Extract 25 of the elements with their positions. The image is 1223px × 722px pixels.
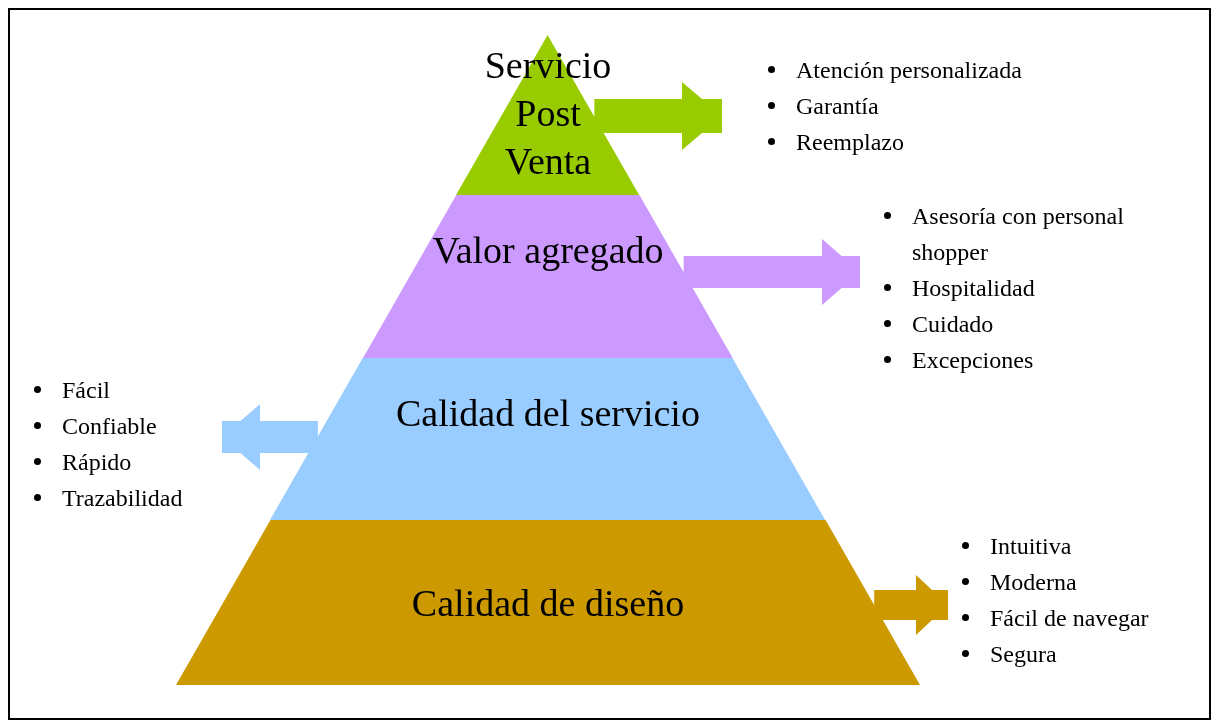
- bullet-text: Fácil de navegar: [990, 605, 1149, 631]
- tier-label: Calidad del servicio: [395, 391, 701, 436]
- bullet-text: Reemplazo: [796, 129, 904, 155]
- tier-label: Valor agregado: [431, 228, 665, 273]
- block-arrow: [874, 575, 948, 635]
- pyramid-tier: [176, 520, 920, 685]
- pyramid-tier: [363, 195, 733, 358]
- block-arrow: [222, 404, 318, 470]
- bullet-text: Excepciones: [912, 347, 1034, 373]
- bullet-text: Cuidado: [912, 311, 994, 337]
- block-arrow: [594, 82, 722, 150]
- bullet-text: Rápido: [62, 449, 132, 475]
- pyramid-tier: [270, 358, 826, 520]
- bullet-text: Intuitiva: [990, 533, 1072, 559]
- tier-label: Calidad de diseño: [410, 581, 686, 626]
- bullet-text: Segura: [990, 641, 1057, 667]
- bullet-text: Trazabilidad: [62, 485, 183, 511]
- bullet-text: Fácil: [62, 377, 110, 403]
- bullet-text: Asesoría con personal shopper: [912, 203, 1124, 265]
- bullet-text: Moderna: [990, 569, 1077, 595]
- bullet-text: Hospitalidad: [912, 275, 1035, 301]
- bullet-text: Garantía: [796, 93, 879, 119]
- bullet-text: Atención personalizada: [796, 57, 1022, 83]
- block-arrow: [683, 239, 860, 305]
- bullet-text: Confiable: [62, 413, 157, 439]
